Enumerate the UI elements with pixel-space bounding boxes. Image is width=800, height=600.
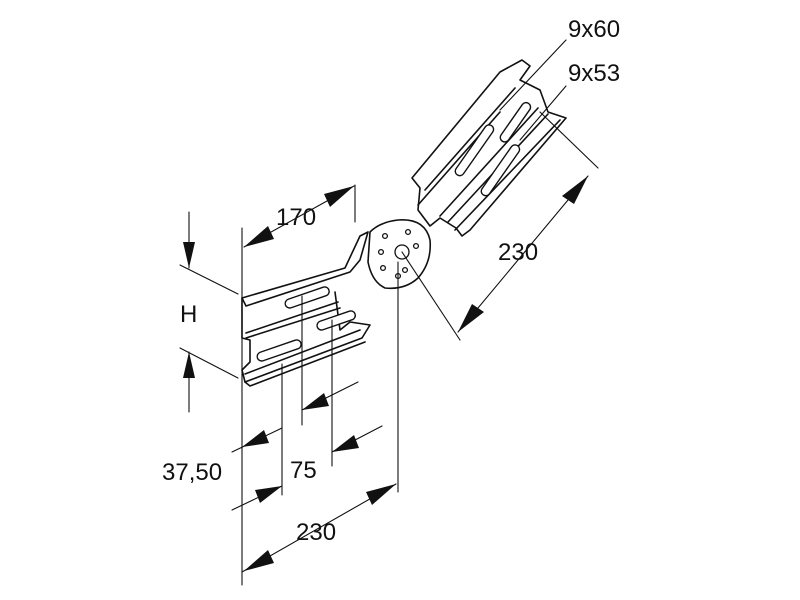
label-top-width: 170	[276, 204, 316, 231]
arrow-h-bottom	[183, 352, 195, 378]
pivot-pin-5	[412, 242, 420, 250]
label-arm-length: 230	[498, 239, 538, 266]
dim-line-230-upper	[457, 175, 589, 333]
arrow-75-a	[302, 393, 329, 410]
pivot-pin-6	[401, 266, 409, 274]
lower-arm-mid-rib	[245, 301, 341, 339]
label-offset-small: 37,50	[162, 459, 222, 486]
lower-arm-top-flange	[241, 231, 369, 307]
pivot-pin-3	[377, 248, 385, 256]
pivot-pin-1	[381, 232, 389, 240]
label-offset-mid: 75	[290, 457, 317, 484]
arrow-3750-a	[242, 430, 269, 447]
pivot-pin-2	[404, 228, 412, 236]
arrow-3750-b	[255, 486, 282, 503]
label-slot-upper: 9x60	[568, 16, 620, 43]
coupler-part	[241, 59, 567, 387]
arrow-230-bottom-b	[366, 484, 396, 505]
arrow-230-bottom-a	[244, 550, 274, 571]
arrow-h-top	[183, 242, 195, 268]
slot-upper-arm-2	[480, 144, 521, 197]
slot-lower-arm-2	[256, 339, 302, 362]
dimension-lines	[183, 175, 589, 573]
upper-arm-outline	[411, 59, 567, 237]
label-slot-lower: 9x53	[568, 60, 620, 87]
dimension-labels: 9x60 9x53 170 H 230 37,50 75 230	[162, 16, 620, 546]
slot-upper-arm-3	[499, 101, 532, 143]
arrow-170-left	[244, 226, 274, 247]
pivot-plate	[367, 219, 432, 290]
label-bottom-length: 230	[296, 519, 336, 546]
label-height: H	[180, 301, 197, 328]
arrow-230-upper-a	[458, 304, 484, 332]
slot-upper-arm-1	[454, 124, 495, 177]
slot-lower-arm-1	[284, 286, 330, 309]
arrow-75-b	[332, 435, 359, 452]
extension-lines	[179, 39, 599, 586]
arrow-170-right	[324, 186, 354, 207]
pivot-pin-4	[379, 264, 387, 272]
slot-lower-arm-3	[316, 310, 357, 331]
arrow-230-upper-b	[562, 176, 588, 204]
